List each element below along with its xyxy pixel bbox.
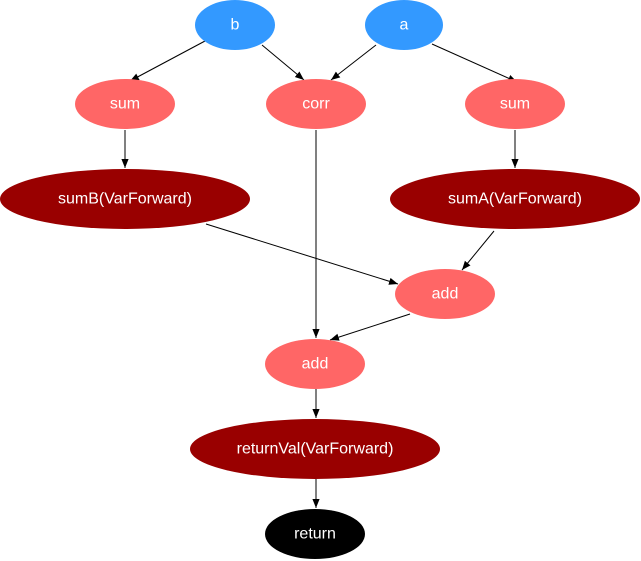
node-sumA-varforward-label: sumA(VarForward) — [448, 191, 582, 208]
node-sum-b-shape — [75, 79, 175, 129]
node-sum-b-label: sum — [110, 96, 140, 113]
node-b-label: b — [231, 17, 240, 34]
node-sumB-varforward-label: sumB(VarForward) — [58, 191, 192, 208]
node-add-1-label: add — [432, 286, 459, 303]
edge-sumB-to-add-1 — [205, 223, 399, 285]
node-sumA-varforward: sumA(VarForward) — [390, 169, 640, 229]
edge-a-to-corr — [330, 44, 377, 81]
edge-b-to-corr — [261, 44, 305, 81]
node-sumB-varforward-shape — [0, 169, 250, 229]
node-a: a — [365, 0, 443, 50]
edge-b-to-sum-b — [129, 40, 206, 82]
node-sumB-varforward: sumB(VarForward) — [0, 169, 250, 229]
node-corr: corr — [266, 79, 366, 129]
edge-a-to-sum-a — [431, 43, 518, 83]
node-returnval-varforward: returnVal(VarForward) — [190, 419, 440, 479]
node-a-shape — [365, 0, 443, 50]
node-returnval-varforward-label: returnVal(VarForward) — [237, 441, 394, 458]
node-add-1-shape — [395, 269, 495, 319]
node-sum-b: sum — [75, 79, 175, 129]
node-b: b — [195, 0, 275, 50]
node-corr-label: corr — [302, 96, 330, 113]
node-return-label: return — [294, 526, 336, 543]
node-b-shape — [195, 0, 275, 50]
node-sumA-varforward-shape — [390, 169, 640, 229]
node-add-2-label: add — [302, 356, 329, 373]
node-add-2-shape — [265, 339, 365, 389]
node-return: return — [265, 509, 365, 559]
node-returnval-varforward-shape — [190, 419, 440, 479]
node-corr-shape — [266, 79, 366, 129]
edge-sumA-to-add-1 — [461, 230, 495, 271]
node-return-shape — [265, 509, 365, 559]
node-a-label: a — [400, 17, 409, 34]
edges-layer — [121, 40, 519, 508]
node-add-2: add — [265, 339, 365, 389]
edge-add-1-to-add-2 — [329, 313, 411, 341]
node-sum-a: sum — [465, 79, 565, 129]
node-add-1: add — [395, 269, 495, 319]
node-sum-a-shape — [465, 79, 565, 129]
node-sum-a-label: sum — [500, 96, 530, 113]
